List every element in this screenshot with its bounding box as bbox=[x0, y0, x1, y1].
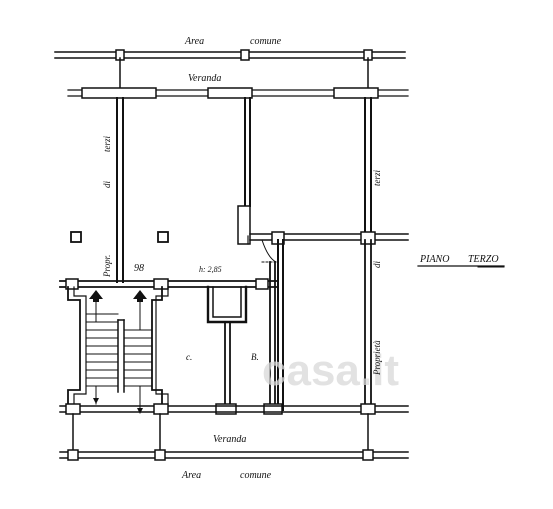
label-di-left: di bbox=[102, 181, 112, 189]
middle-horizontal-wall bbox=[249, 231, 409, 245]
label-veranda-bottom: Veranda bbox=[213, 434, 246, 445]
bottom-boundary-wall bbox=[59, 449, 409, 461]
center-vertical-wall bbox=[237, 97, 251, 245]
label-area-bottom: Area bbox=[181, 470, 201, 481]
apartment-east-wall bbox=[263, 239, 372, 415]
stair-arrow-up-icon bbox=[89, 290, 103, 302]
right-vertical-walls bbox=[364, 97, 372, 235]
stair-arrow-up-icon bbox=[133, 290, 147, 302]
bottom-veranda-wall bbox=[59, 403, 409, 415]
label-terzi-left: terzi bbox=[102, 136, 112, 153]
label-proprieta-left: Propr. bbox=[102, 255, 112, 278]
label-veranda-top: Veranda bbox=[188, 73, 221, 84]
stair-arrow-down-icon bbox=[137, 408, 143, 414]
title-piano: PIANO bbox=[419, 254, 449, 265]
pillar bbox=[240, 49, 250, 61]
label-proprieta-right: Proprietà bbox=[372, 340, 382, 376]
stair-arrow-down-icon bbox=[93, 398, 99, 404]
pillar bbox=[157, 231, 169, 243]
pillar bbox=[70, 231, 82, 243]
label-area-top: Area bbox=[184, 36, 204, 47]
label-di-right: di bbox=[372, 261, 382, 269]
title-terzo: TERZO bbox=[468, 254, 499, 265]
stairwell bbox=[67, 286, 169, 411]
label-room-b: B. bbox=[251, 352, 259, 362]
top-boundary-wall bbox=[54, 51, 406, 59]
bathroom-walls bbox=[206, 285, 248, 415]
label-number: 98 bbox=[134, 263, 144, 274]
label-room-c: c. bbox=[186, 352, 192, 362]
label-terzi-right: terzi bbox=[372, 170, 382, 187]
top-veranda-wall bbox=[67, 87, 409, 99]
label-height: h: 2,85 bbox=[199, 265, 222, 274]
watermark-text: casa.it bbox=[262, 346, 399, 395]
label-comune-bottom: comune bbox=[240, 470, 272, 481]
label-comune-top: comune bbox=[250, 36, 282, 47]
left-vertical-walls bbox=[116, 97, 124, 283]
